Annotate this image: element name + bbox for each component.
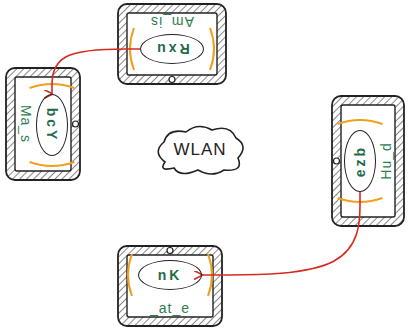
letter-set: bcY (45, 108, 59, 143)
letter-oval: ezb (344, 130, 376, 192)
transfer-arrow (52, 49, 140, 94)
tablet-frame (332, 96, 404, 226)
letter-set: ezb (353, 145, 367, 177)
letter-oval: nK (138, 260, 202, 290)
tablet-screen: Am_isRxu (118, 4, 226, 84)
tablet-screen: Hu_d ezb (332, 96, 404, 226)
network-cloud: WLAN (150, 122, 250, 178)
transfer-arrow (202, 192, 360, 275)
signal-arcs (338, 120, 383, 202)
letter-oval: Rxu (140, 34, 204, 64)
tablet-screen: Ma_s bcY (6, 68, 80, 180)
letter-set: Rxu (154, 42, 189, 56)
signal-arcs (30, 84, 75, 166)
letter-set: nK (158, 268, 183, 282)
signal-arcs (130, 28, 214, 70)
word-puzzle: Ma_s (19, 105, 33, 143)
word-puzzle: Am_is (150, 15, 194, 29)
tablet-frame (6, 68, 80, 180)
word-puzzle: Hu_d (379, 142, 393, 179)
letter-oval: bcY (36, 94, 68, 156)
tablet-frame (118, 246, 222, 326)
tablet-screen: _at_e nK (118, 246, 222, 326)
tablet-frame (118, 4, 226, 84)
signal-arcs (128, 254, 212, 296)
word-puzzle: _at_e (150, 301, 190, 315)
network-label: WLAN (173, 140, 226, 160)
